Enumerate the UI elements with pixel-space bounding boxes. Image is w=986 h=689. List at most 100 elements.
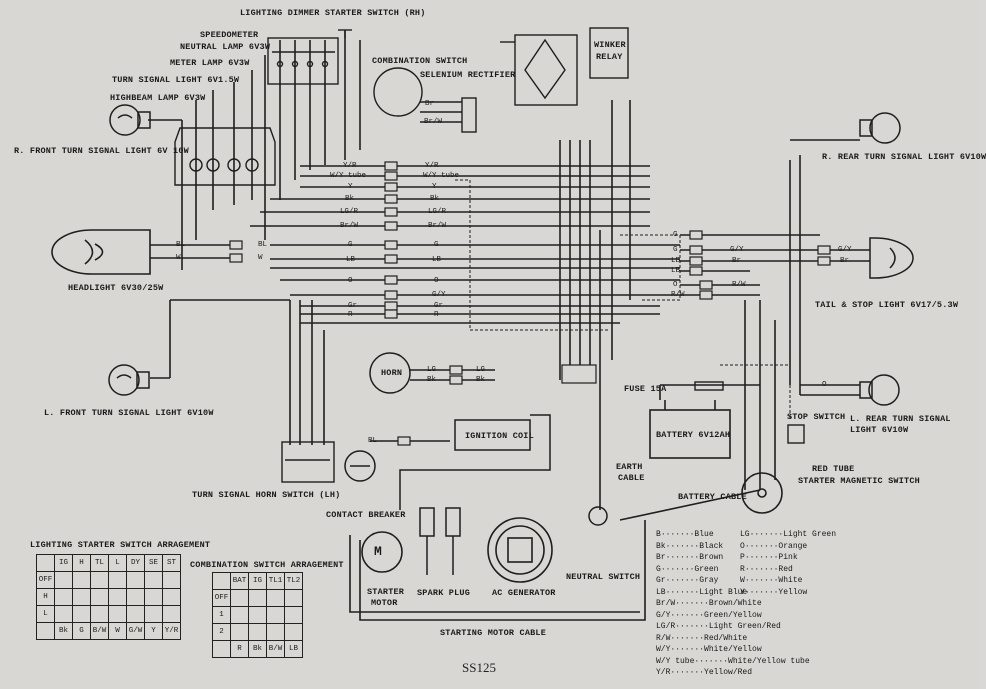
legend-dots: ······· — [744, 587, 779, 597]
legend-dots: ······· — [749, 530, 784, 539]
legend-color: Yellow/Red — [704, 668, 753, 677]
legend-entry: LG·······Light Green — [740, 530, 836, 539]
l-rear-turn-label-2: LIGHT 6V10W — [850, 425, 909, 435]
wire-label: G/Y — [432, 291, 446, 299]
legend-color: Gray — [699, 576, 719, 585]
wire-label: O — [348, 277, 353, 285]
table-cell — [144, 605, 163, 623]
table-cell — [108, 588, 127, 606]
wire-label: Y/R — [425, 162, 439, 170]
wire-label: Gr — [434, 302, 444, 310]
wire-label: R — [348, 311, 353, 319]
legend-dots: ······· — [675, 599, 709, 608]
legend-color: Light Blue — [699, 587, 748, 597]
legend-code: Bk — [656, 541, 666, 551]
legend-code: B — [656, 530, 661, 539]
table-row: OFF — [36, 571, 181, 589]
battery-cable-label: BATTERY CABLE — [678, 492, 747, 502]
table-cell: B/W — [90, 622, 109, 640]
headlight-symbol — [51, 229, 151, 275]
legend-code: W — [740, 576, 745, 585]
legend-code: Y/R — [656, 668, 671, 677]
table-cell: Bk — [248, 640, 267, 658]
legend-code: W/Y tube — [656, 656, 695, 666]
earth-cable-label: EARTH — [616, 462, 643, 472]
table-cell — [72, 571, 91, 589]
legend-dots: ······· — [665, 587, 700, 597]
legend-entry: Gr·······Gray — [656, 576, 718, 585]
table-row: OFF — [212, 589, 303, 607]
table-cell: BAT — [230, 572, 249, 590]
table-cell: R — [230, 640, 249, 658]
wire-label: Br — [840, 257, 850, 265]
wire-label: Bk — [345, 195, 355, 203]
legend-entry: P·······Pink — [740, 553, 798, 562]
table-cell: OFF — [36, 571, 55, 589]
table-row: 1 — [212, 606, 303, 624]
speedometer-label: SPEEDOMETER — [200, 30, 259, 40]
table-cell — [90, 571, 109, 589]
table-cell — [230, 589, 249, 607]
wire-label: Bk — [476, 376, 486, 384]
table-cell: G — [72, 622, 91, 640]
legend-dots: ······· — [670, 610, 705, 620]
legend-dots: ······· — [665, 541, 700, 551]
starting-motor-cable-label: STARTING MOTOR CABLE — [440, 628, 547, 638]
winker-relay-label-2: RELAY — [596, 52, 623, 62]
wire-label: LG — [427, 366, 437, 374]
table-cell: TL — [90, 554, 109, 572]
l-front-turn-label: L. FRONT TURN SIGNAL LIGHT 6V10W — [44, 408, 214, 418]
table-cell — [248, 606, 267, 624]
table-cell: SE — [144, 554, 163, 572]
legend-dots: ······· — [665, 576, 700, 585]
combination-arrangement-title: COMBINATION SWITCH ARRAGEMENT — [190, 560, 344, 570]
table-cell: L — [36, 605, 55, 623]
table-cell: B/W — [266, 640, 285, 658]
legend-code: G — [656, 564, 661, 574]
headlight-label: HEADLIGHT 6V30/25W — [68, 283, 164, 293]
wire-label: LB — [671, 257, 681, 265]
wire-label: Y/R — [343, 162, 357, 170]
table-cell — [230, 606, 249, 624]
wire-label: O — [822, 381, 827, 389]
winker-relay-label: WINKER — [594, 40, 626, 50]
contact-breaker-label: CONTACT BREAKER — [326, 510, 406, 520]
legend-code: Br — [656, 553, 666, 562]
table-cell — [90, 605, 109, 623]
table-cell — [284, 623, 303, 641]
legend-entry: Y/R·······Yellow/Red — [656, 668, 752, 677]
neutral-switch-label: NEUTRAL SWITCH — [566, 572, 641, 582]
legend-code: P — [740, 553, 745, 562]
table-cell: DY — [126, 554, 145, 572]
legend-color: Brown/White — [708, 599, 762, 608]
legend-code: R — [740, 564, 745, 574]
table-row: L — [36, 605, 181, 623]
legend-dots: ······· — [744, 564, 779, 574]
wire-label: G — [434, 241, 439, 249]
table-cell — [54, 588, 73, 606]
highbeam-lamp-label: HIGHBEAM LAMP 6V3W — [110, 93, 206, 103]
tail-stop-label: TAIL & STOP LIGHT 6V17/5.3W — [815, 300, 959, 310]
neutral-lamp-label: NEUTRAL LAMP 6V3W — [180, 42, 271, 52]
table-cell — [144, 571, 163, 589]
legend-color: White/Yellow tube — [728, 656, 810, 666]
table-cell — [54, 605, 73, 623]
legend-entry: W/Y tube·······White/Yellow tube — [656, 657, 810, 666]
turn-signal-light-label: TURN SIGNAL LIGHT 6V1.5W — [112, 75, 240, 85]
legend-entry: Br/W·······Brown/White — [656, 599, 762, 608]
legend-entry: O·······Orange — [740, 542, 807, 551]
table-row: H — [36, 588, 181, 606]
table-cell — [162, 571, 181, 589]
table-cell — [230, 623, 249, 641]
wire-label: Y — [348, 183, 353, 191]
wire-label: Br/W — [428, 222, 447, 230]
legend-dots: ······· — [660, 564, 695, 574]
wire-label: G/Y — [730, 246, 744, 254]
table-cell: TL2 — [284, 572, 303, 590]
table-cell — [162, 588, 181, 606]
legend-color: Blue — [694, 530, 714, 539]
meter-lamp-label: METER LAMP 6V3W — [170, 58, 250, 68]
